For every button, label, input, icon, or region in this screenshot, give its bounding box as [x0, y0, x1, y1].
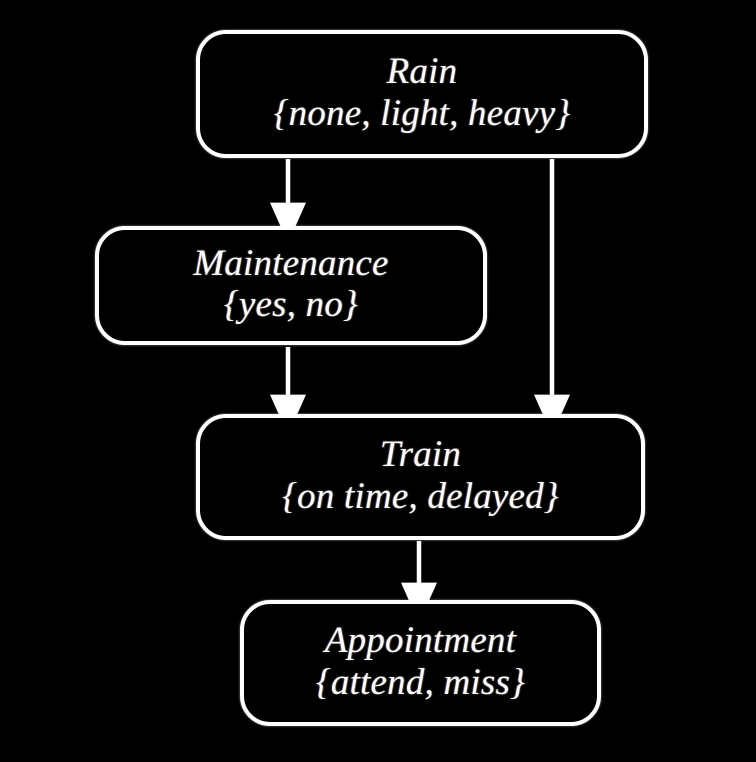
node-rain-label: Rain [386, 51, 458, 93]
node-appointment-label: Appointment [324, 620, 517, 662]
node-rain[interactable]: Rain {none, light, heavy} [196, 30, 648, 158]
node-train[interactable]: Train {on time, delayed} [196, 414, 645, 540]
node-appointment-states: {attend, miss} [315, 661, 526, 703]
node-rain-states: {none, light, heavy} [273, 92, 571, 134]
node-maintenance[interactable]: Maintenance {yes, no} [95, 226, 487, 345]
node-train-states: {on time, delayed} [282, 475, 559, 517]
node-maintenance-states: {yes, no} [223, 284, 359, 326]
node-maintenance-label: Maintenance [193, 242, 389, 284]
node-train-label: Train [379, 434, 462, 476]
node-appointment[interactable]: Appointment {attend, miss} [240, 600, 601, 726]
